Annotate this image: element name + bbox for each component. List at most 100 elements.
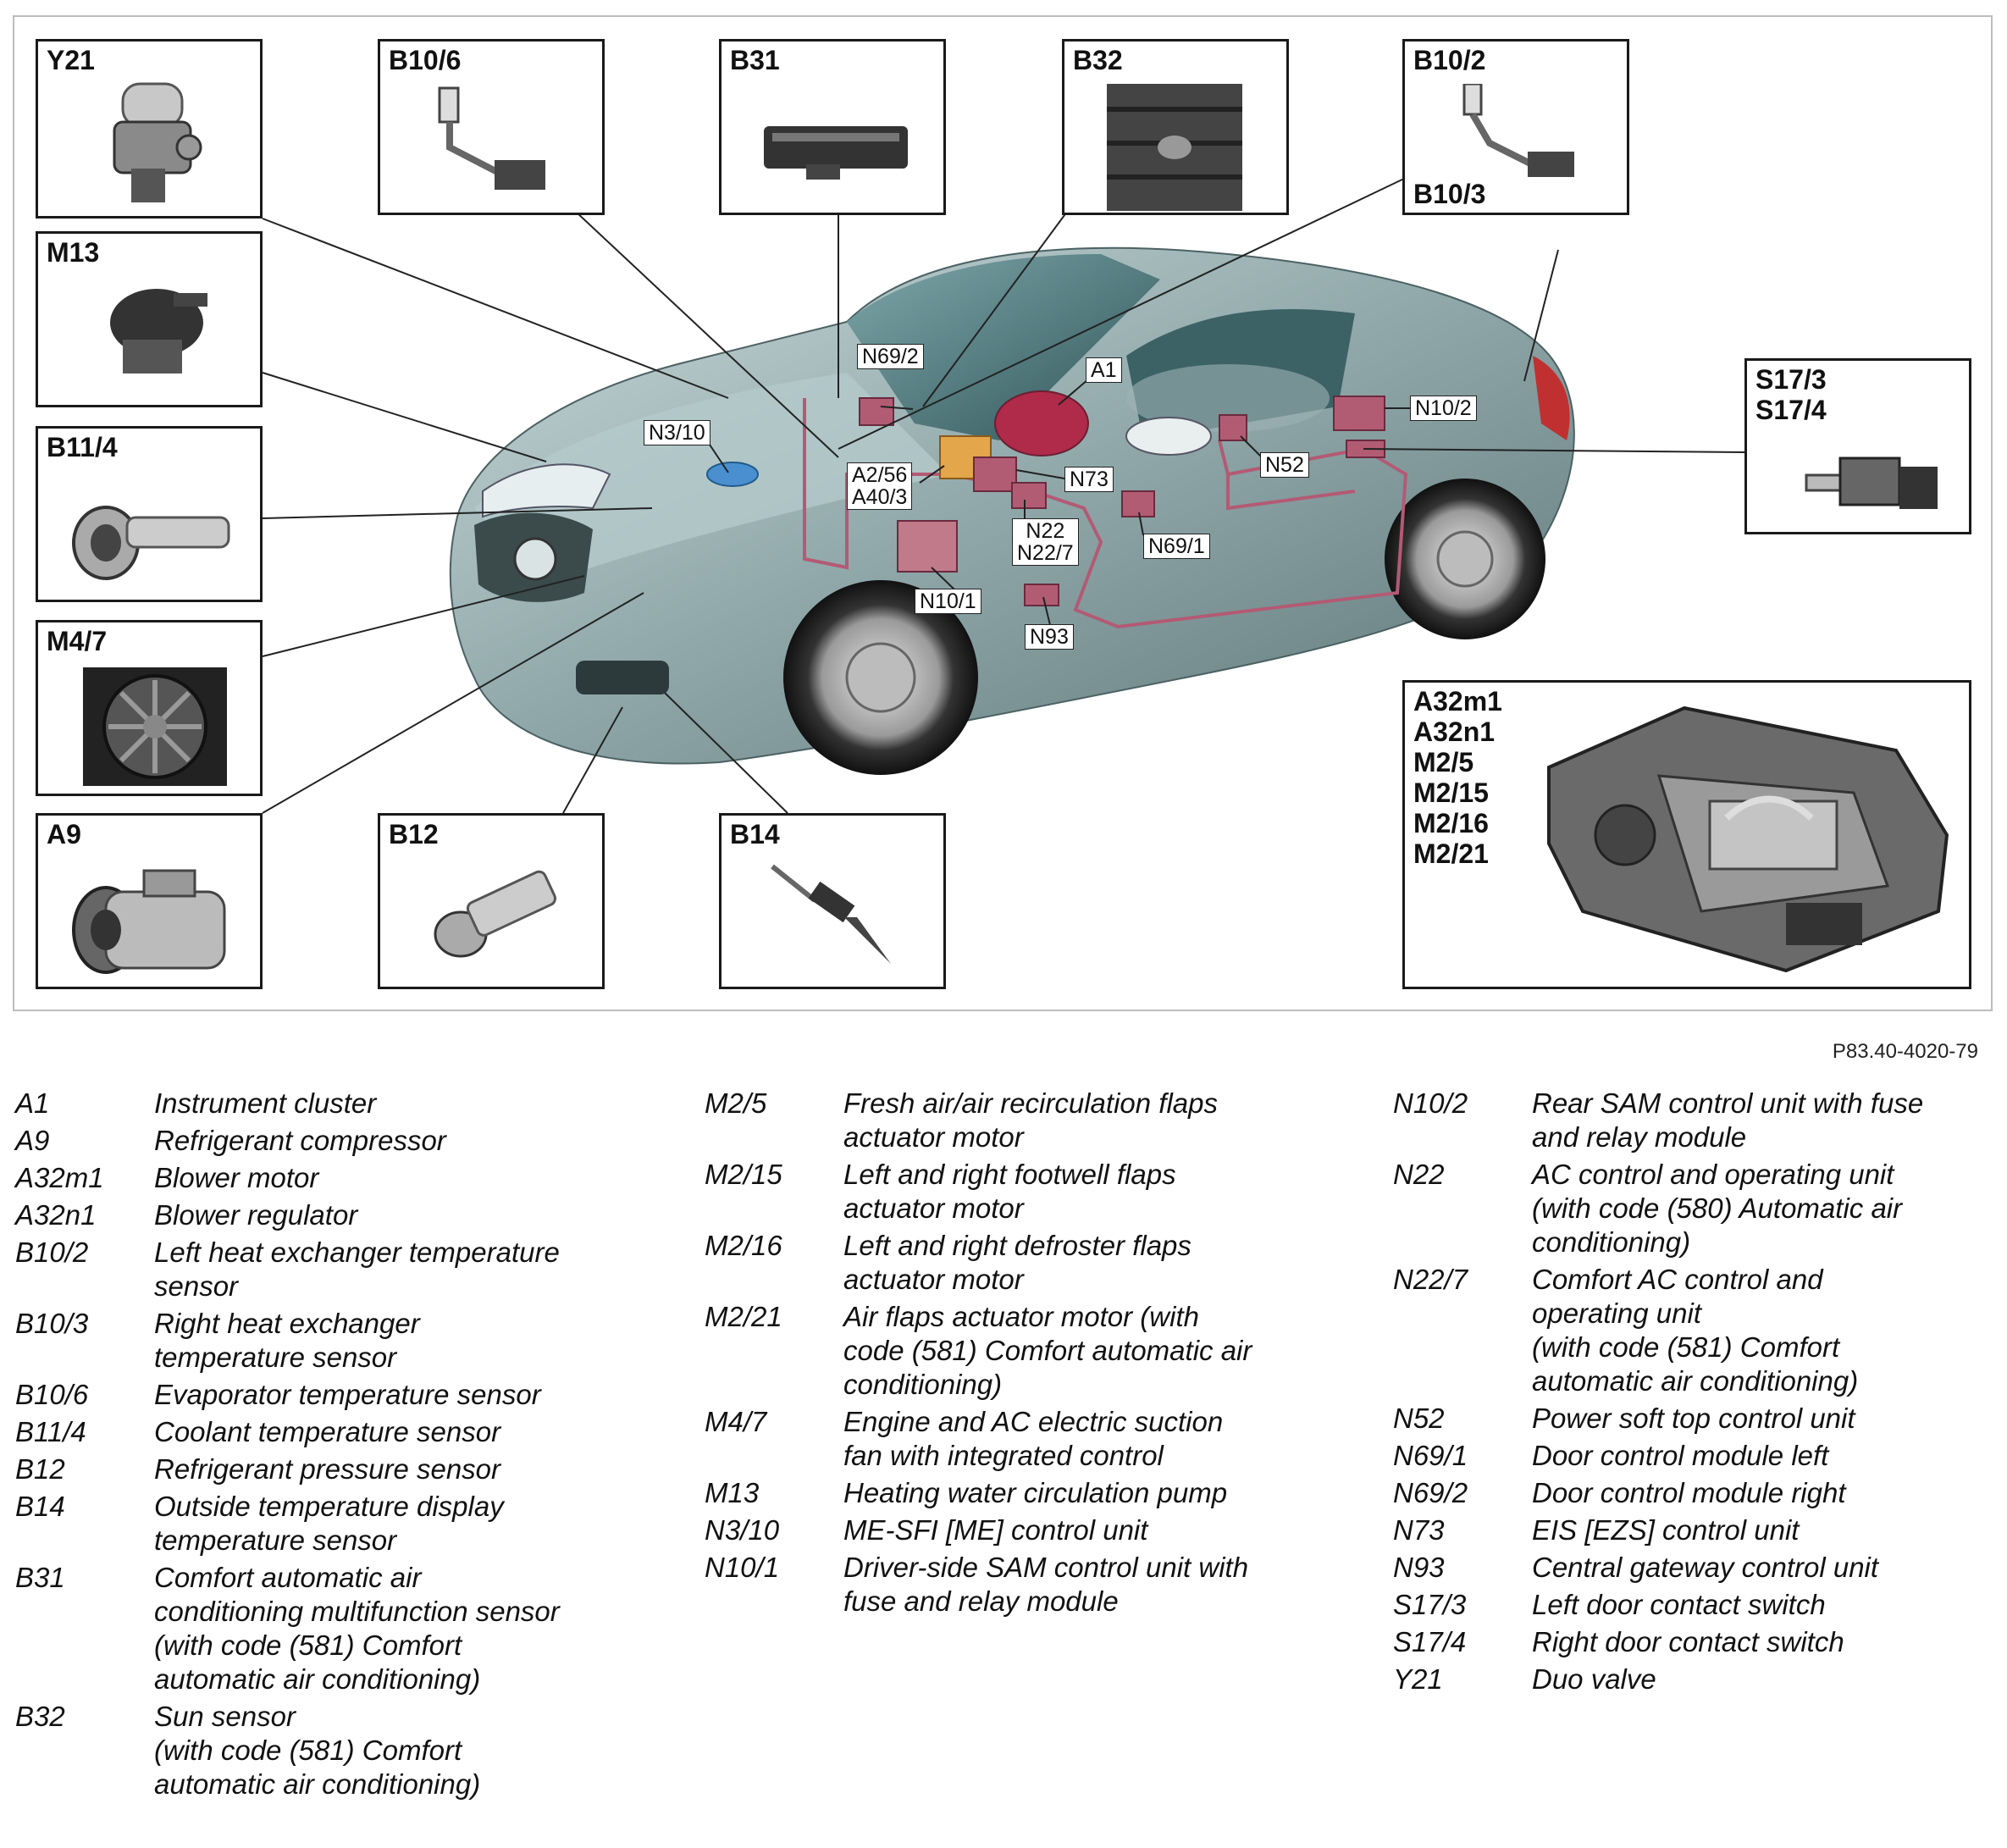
box-y21: Y21: [36, 39, 263, 219]
legend-code: N3/10: [705, 1514, 780, 1546]
legend-description: Door control module left: [1532, 1440, 1829, 1471]
legend-row: N3/10 ME-SFI [ME] control unit: [705, 1513, 1374, 1547]
legend-code: B14: [15, 1491, 65, 1522]
component-n93: [1024, 584, 1059, 606]
component-n10-2: [1333, 396, 1385, 431]
box-b32-label: B32: [1073, 45, 1123, 75]
box-b10-2-label: B10/2: [1413, 45, 1486, 75]
callout-n3-10: N3/10: [644, 420, 710, 445]
legend-description: Power soft top control unit: [1532, 1403, 1855, 1434]
box-b10-6-label: B10/6: [389, 45, 462, 75]
box-m13-label: M13: [47, 237, 100, 268]
leader-lines: [262, 177, 1745, 814]
component-n69-2: [859, 397, 894, 426]
legend-description: AC control and operating unit (with code…: [1532, 1159, 1903, 1258]
legend-code: A32n1: [15, 1199, 97, 1231]
car-intake: [576, 661, 669, 694]
legend-description: Air flaps actuator motor (with code (581…: [843, 1301, 1252, 1400]
callout-n10-2: N10/2: [1410, 396, 1477, 421]
component-n69-1: [1121, 490, 1155, 517]
legend-code: M2/15: [705, 1159, 782, 1190]
box-b14: B14: [719, 813, 946, 989]
box-b12-label: B12: [389, 819, 439, 849]
legend-description: Left and right footwell flaps actuator m…: [843, 1159, 1176, 1224]
reference-code: P83.40-4020-79: [1832, 1040, 1978, 1063]
callout-a1: A1: [1086, 357, 1122, 383]
callout-n69-2: N69/2: [857, 344, 924, 369]
legend-code: S17/4: [1393, 1626, 1467, 1657]
legend-description: ME-SFI [ME] control unit: [843, 1514, 1148, 1546]
legend-description: Rear SAM control unit with fuse and rela…: [1532, 1087, 1924, 1153]
legend-description: Right heat exchanger temperature sensor: [154, 1308, 420, 1373]
evaporator-sensor-image: [438, 86, 545, 190]
box-b32: B32: [1062, 39, 1289, 215]
legend-row: B14 Outside temperature display temperatu…: [15, 1490, 667, 1558]
component-n10-1: [897, 520, 958, 573]
legend-description: Left door contact switch: [1532, 1589, 1826, 1620]
legend-description: Coolant temperature sensor: [154, 1416, 501, 1447]
box-m4-7: M4/7: [36, 620, 263, 796]
coolant-sensor-image: [72, 506, 230, 580]
legend-code: B12: [15, 1453, 65, 1485]
legend-code: B10/6: [15, 1379, 89, 1410]
legend-code: N93: [1393, 1552, 1445, 1583]
box-b31-label: B31: [730, 45, 780, 75]
legend-description: Blower motor: [154, 1162, 319, 1193]
legend-row: M2/21 Air flaps actuator motor (with code…: [705, 1300, 1374, 1402]
legend-code: Y21: [1393, 1663, 1443, 1695]
hvac-unit-image: [1547, 705, 1949, 973]
box-s17-label: S17/3 S17/4: [1755, 364, 1827, 425]
legend-description: Sun sensor (with code (581) Comfort auto…: [154, 1701, 481, 1800]
box-b11-4: B11/4: [36, 426, 263, 602]
callout-n73: N73: [1064, 467, 1114, 492]
box-m4-7-label: M4/7: [47, 626, 108, 656]
legend-description: Refrigerant compressor: [154, 1125, 446, 1156]
component-n73: [973, 456, 1017, 492]
legend-code: B10/2: [15, 1237, 89, 1268]
legend-code: N22: [1393, 1159, 1445, 1190]
box-a9-label: A9: [47, 819, 81, 849]
duo-valve-image: [113, 82, 202, 202]
box-b10-6: B10/6: [378, 39, 605, 215]
callout-n69-1: N69/1: [1143, 534, 1210, 559]
legend-code: A1: [15, 1087, 50, 1119]
callout-n52: N52: [1260, 452, 1309, 478]
box-m13: M13: [36, 231, 263, 407]
legend-description: Engine and AC electric suction fan with …: [843, 1406, 1224, 1471]
compressor-image: [72, 869, 226, 974]
legend-code: B31: [15, 1562, 65, 1593]
box-a32: A32m1 A32n1 M2/5 M2/15 M2/16 M2/21: [1402, 680, 1971, 989]
legend-code: N69/2: [1393, 1477, 1468, 1508]
box-b12: B12: [378, 813, 605, 989]
legend-code: N69/1: [1393, 1440, 1468, 1471]
sun-sensor-image: [1107, 84, 1242, 211]
legend-description: Right door contact switch: [1532, 1626, 1844, 1657]
legend-code: M2/21: [705, 1301, 782, 1332]
car-tail-light: [1533, 356, 1570, 440]
car-mirror: [1125, 417, 1212, 456]
box-b11-4-label: B11/4: [47, 432, 118, 462]
legend-row: N22 AC control and operating unit (with c…: [1393, 1158, 2003, 1259]
legend-description: Heating water circulation pump: [843, 1477, 1228, 1508]
legend-description: Outside temperature display temperature …: [154, 1491, 504, 1556]
legend-description: Comfort automatic air conditioning multi…: [154, 1562, 560, 1695]
legend-description: Door control module right: [1532, 1477, 1846, 1508]
legend-description: Central gateway control unit: [1532, 1552, 1879, 1583]
